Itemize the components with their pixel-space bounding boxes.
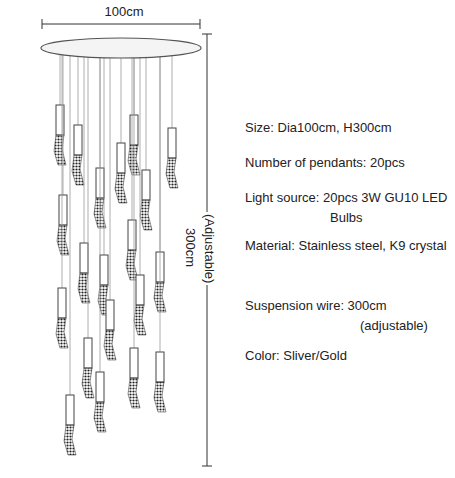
- spec-line: Number of pendants: 20pcs: [245, 153, 405, 173]
- pendant: [166, 50, 178, 188]
- suspension-wire: [62, 50, 63, 288]
- pendant: [128, 50, 140, 408]
- crystal-strand: [154, 382, 166, 412]
- pendant: [57, 50, 69, 255]
- suspension-wire: [146, 50, 147, 170]
- lamp-cylinder: [168, 128, 176, 158]
- lamp-cylinder: [84, 338, 92, 368]
- spec-line: Color: Sliver/Gold: [245, 346, 347, 366]
- crystal-strand: [82, 368, 94, 398]
- lamp-cylinder: [142, 170, 150, 200]
- pendant: [134, 50, 146, 335]
- suspension-wire: [140, 50, 141, 275]
- spec-line: Material: Stainless steel, K9 crystal: [245, 236, 450, 256]
- dimension-tick: [202, 34, 212, 35]
- pendant: [72, 50, 84, 185]
- crystal-strand: [72, 155, 84, 185]
- suspension-wire: [104, 50, 105, 255]
- suspension-wire: [84, 50, 85, 243]
- suspension-wire: [121, 50, 122, 143]
- lamp-cylinder: [59, 195, 67, 225]
- pendant: [56, 50, 68, 348]
- spec-line: Light source: 20pcs 3W GU10 LED Bulbs: [245, 188, 450, 228]
- dimension-label: 100cm: [101, 2, 146, 22]
- dimension-tick: [200, 19, 201, 29]
- lamp-cylinder: [117, 143, 125, 173]
- crystal-strand: [140, 200, 152, 230]
- suspension-wire: [134, 50, 135, 348]
- crystal-strand: [166, 158, 178, 188]
- suspension-wire: [132, 50, 133, 220]
- pendant: [104, 50, 116, 360]
- lamp-cylinder: [156, 352, 164, 382]
- suspension-wire: [78, 50, 79, 125]
- pendant: [82, 50, 94, 398]
- pendant: [140, 50, 152, 230]
- pendant: [54, 50, 66, 165]
- lamp-cylinder: [106, 300, 114, 330]
- crystal-strand: [64, 425, 76, 455]
- lamp-cylinder: [130, 348, 138, 378]
- suspension-wire: [88, 50, 89, 338]
- spec-line: Size: Dia100cm, H300cm: [245, 118, 392, 138]
- pendant: [115, 50, 127, 203]
- pendant: [94, 50, 106, 432]
- suspension-wire: [110, 50, 111, 300]
- suspension-wire: [172, 50, 173, 128]
- crystal-strand: [57, 225, 69, 255]
- suspension-wire: [63, 50, 64, 195]
- lamp-cylinder: [96, 372, 104, 402]
- pendant: [64, 50, 76, 455]
- crystal-strand: [115, 173, 127, 203]
- suspension-wire: [60, 50, 61, 105]
- dimension-tick: [42, 19, 43, 29]
- lamp-cylinder: [74, 125, 82, 155]
- suspension-wire: [100, 50, 101, 372]
- suspension-wire: [70, 50, 71, 395]
- crystal-strand: [128, 378, 140, 408]
- dimension-note: (Adjustable): [199, 212, 219, 285]
- lamp-cylinder: [136, 275, 144, 305]
- lamp-cylinder: [128, 220, 136, 250]
- suspension-wire: [160, 50, 161, 352]
- lamp-cylinder: [58, 288, 66, 318]
- crystal-strand: [104, 330, 116, 360]
- pendant: [154, 50, 166, 412]
- crystal-strand: [94, 402, 106, 432]
- crystal-strand: [56, 318, 68, 348]
- canopy-disk: [41, 38, 201, 58]
- pendant: [126, 50, 138, 280]
- lamp-cylinder: [80, 243, 88, 273]
- dimension-tick: [202, 466, 212, 467]
- crystal-strand: [54, 135, 66, 165]
- lamp-cylinder: [100, 255, 108, 285]
- dimension-line: [42, 24, 200, 25]
- spec-line: Suspension wire: 300cm (adjustable): [245, 296, 450, 336]
- crystal-strand: [134, 305, 146, 335]
- lamp-cylinder: [66, 395, 74, 425]
- dimension-label: 300cm: [180, 226, 200, 269]
